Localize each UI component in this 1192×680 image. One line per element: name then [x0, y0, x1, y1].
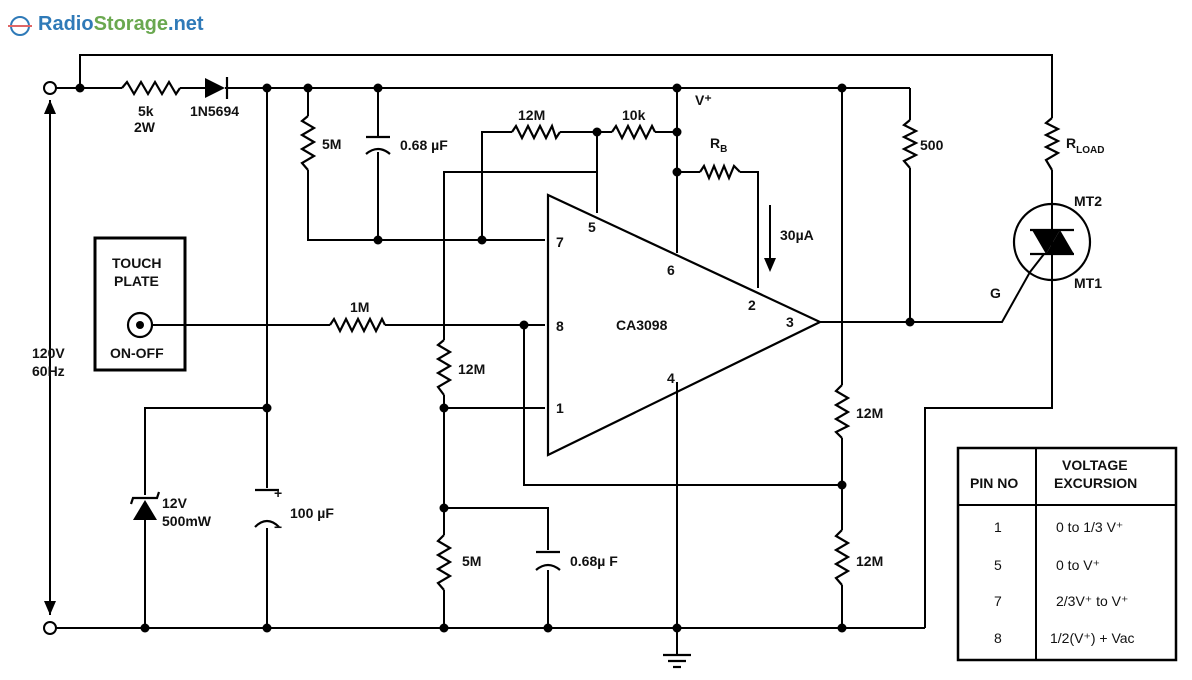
current-arrow	[764, 205, 776, 272]
terminal-bottom	[43, 621, 57, 635]
junction-dots	[75, 83, 915, 633]
touch-contact-icon	[126, 311, 154, 339]
label-onoff: ON-OFF	[110, 345, 164, 361]
logo-text-net: .net	[168, 13, 204, 35]
label-100uf: 100 µF	[290, 505, 334, 521]
touch-plate	[93, 236, 187, 372]
label-1m: 1M	[350, 299, 369, 315]
label-mt1: MT1	[1074, 275, 1102, 291]
svg-text:0 to V⁺: 0 to V⁺	[1056, 557, 1100, 573]
radiostorage-logo: RadioStorage.net	[8, 13, 204, 36]
resistor-5m-top	[299, 115, 317, 171]
ground-icon	[663, 653, 691, 669]
table-row: 1 0 to 1/3 V⁺	[994, 519, 1123, 535]
label-mt2: MT2	[1074, 193, 1102, 209]
wire-top-loop	[79, 54, 1053, 118]
arrow-up	[44, 100, 56, 114]
resistor-12m-right1	[833, 384, 851, 439]
label-zener-v: 12V	[162, 495, 188, 511]
label-30ua: 30µA	[780, 227, 814, 243]
label-cap-plus: +	[274, 485, 282, 501]
capacitor-068-top	[365, 135, 391, 155]
label-ic: CA3098	[616, 317, 668, 333]
pin-voltage-table: PIN NO VOLTAGE EXCURSION 1 0 to 1/3 V⁺ 5…	[956, 446, 1178, 662]
table-header-voltage: VOLTAGE	[1062, 457, 1128, 473]
label-pin8: 8	[556, 318, 564, 334]
label-10k: 10k	[622, 107, 646, 123]
capacitor-068-bottom	[535, 550, 561, 571]
resistor-5k	[121, 79, 181, 97]
mains-terminals	[43, 81, 57, 635]
resistor-rload	[1043, 117, 1061, 171]
label-rb: RB	[710, 135, 727, 155]
label-cap-minus: −	[274, 519, 282, 535]
svg-text:7: 7	[994, 593, 1002, 609]
label-5m-top: 5M	[322, 136, 341, 152]
resistor-12m-top	[511, 123, 561, 141]
label-zener-p: 500mW	[162, 513, 212, 529]
label-diode: 1N5694	[190, 103, 239, 119]
capacitor-100uf	[254, 488, 280, 528]
label-pin2: 2	[748, 297, 756, 313]
label-pin1: 1	[556, 400, 564, 416]
svg-text:8: 8	[994, 630, 1002, 646]
table-header-pin: PIN NO	[970, 475, 1018, 491]
svg-text:2/3V⁺ to V⁺: 2/3V⁺ to V⁺	[1056, 593, 1128, 609]
label-cap-top: 0.68 µF	[400, 137, 448, 153]
label-pin7: 7	[556, 234, 564, 250]
label-pin6: 6	[667, 262, 675, 278]
triac	[1012, 195, 1092, 290]
diode-1n5694	[200, 77, 232, 99]
label-plate: PLATE	[114, 273, 159, 289]
logo-text-storage: Storage	[94, 13, 168, 35]
label-pin5: 5	[588, 219, 596, 235]
svg-text:RadioStorage.net: RadioStorage.net	[38, 13, 204, 35]
label-12m-top: 12M	[518, 107, 545, 123]
resistor-rb	[699, 163, 741, 181]
table-row: 8 1/2(V⁺) + Vac	[994, 630, 1135, 646]
resistor-5m-bottom	[435, 534, 453, 591]
resistor-12m-mid	[435, 339, 453, 396]
label-12m-mid: 12M	[458, 361, 485, 377]
label-5k: 5k	[138, 103, 154, 119]
svg-text:1/2(V⁺) + Vac: 1/2(V⁺) + Vac	[1050, 630, 1135, 646]
svg-text:0 to 1/3 V⁺: 0 to 1/3 V⁺	[1056, 519, 1123, 535]
arrow-down	[44, 601, 56, 615]
table-header-excursion: EXCURSION	[1054, 475, 1137, 491]
svg-text:1: 1	[994, 519, 1002, 535]
logo-text-radio: Radio	[38, 13, 94, 35]
label-120v: 120V	[32, 345, 65, 361]
label-60hz: 60Hz	[32, 363, 65, 379]
label-5m-bottom: 5M	[462, 553, 481, 569]
resistor-10k	[611, 123, 656, 141]
table-row: 7 2/3V⁺ to V⁺	[994, 593, 1128, 609]
label-12m-right2: 12M	[856, 553, 883, 569]
label-rload: RLOAD	[1066, 135, 1104, 156]
resistor-12m-right2	[833, 529, 851, 586]
table-row: 5 0 to V⁺	[994, 557, 1100, 573]
resistor-500	[901, 119, 919, 169]
label-pin4: 4	[667, 370, 675, 386]
label-500: 500	[920, 137, 944, 153]
label-vplus: V⁺	[695, 92, 712, 108]
svg-text:5: 5	[994, 557, 1002, 573]
label-2w: 2W	[134, 119, 156, 135]
resistor-1m	[329, 316, 386, 334]
label-gate: G	[990, 285, 1001, 301]
zener-diode	[129, 491, 161, 520]
wire-mt1-return	[924, 290, 1053, 628]
component-labels: 5k 2W 1N5694 5M 0.68 µF 12M 10k V⁺ RB 30…	[32, 92, 1104, 569]
label-touch: TOUCH	[112, 255, 162, 271]
label-12m-right1: 12M	[856, 405, 883, 421]
terminal-top	[43, 81, 57, 95]
ic-ca3098	[546, 193, 823, 457]
label-pin3: 3	[786, 314, 794, 330]
label-cap-bottom: 0.68µ F	[570, 553, 618, 569]
